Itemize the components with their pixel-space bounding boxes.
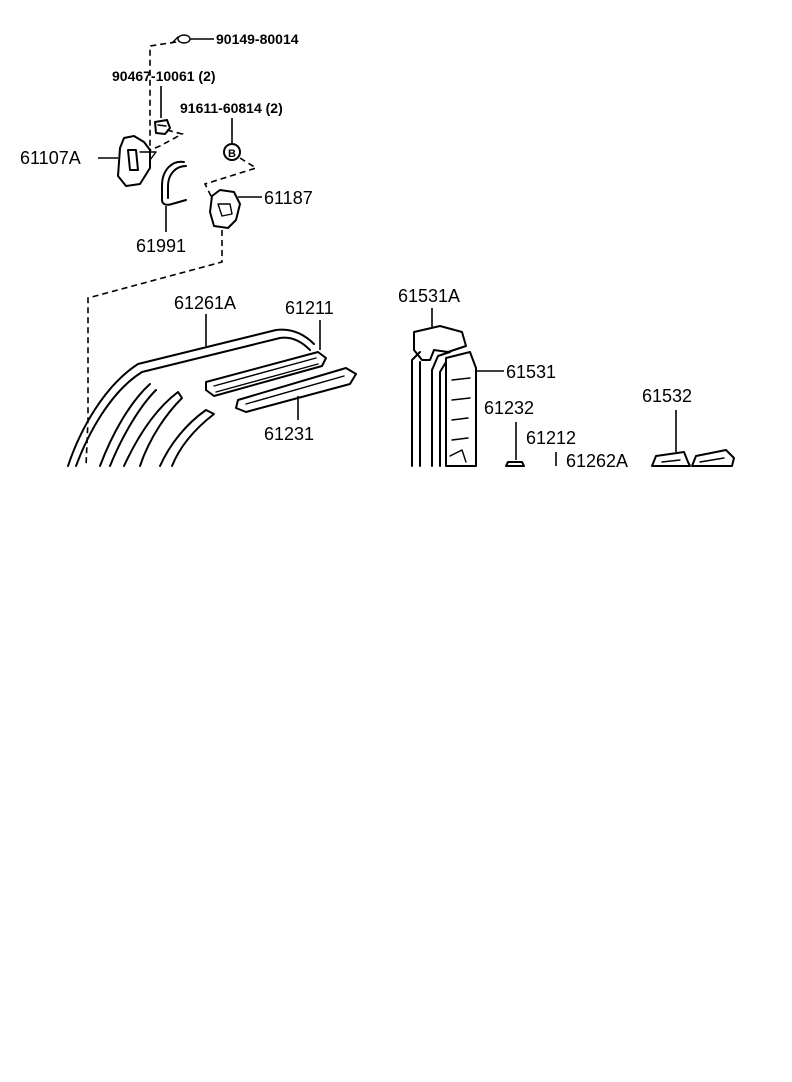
label-61261A: 61261A [174, 293, 236, 313]
label-61231: 61231 [264, 424, 314, 444]
panel-61532 [651, 449, 735, 467]
label-90149-80014: 90149-80014 [216, 31, 299, 47]
label-61262A: 61262A [566, 451, 628, 471]
label-61107A: 61107A [20, 148, 81, 168]
pillar-61531 [445, 351, 477, 467]
part-61232 [505, 461, 525, 467]
label-61212: 61212 [526, 428, 576, 448]
bracket-61107A [117, 135, 157, 187]
dashed-link-screw [119, 41, 177, 153]
label-91611-60814: 91611-60814 (2) [180, 100, 283, 116]
dashed-link-frame [85, 230, 223, 467]
pillar-61531A [411, 325, 467, 467]
screw-90149-80014 [171, 34, 214, 44]
label-61211: 61211 [285, 298, 334, 318]
circle-b-marker: B [223, 143, 241, 161]
circle-b-text: B [228, 148, 236, 160]
rail-61261A [67, 328, 315, 467]
bracket-61187 [209, 189, 241, 229]
label-90467-10061: 90467-10061 (2) [112, 68, 216, 84]
clip-90467-10061 [154, 119, 171, 135]
strip-61231 [235, 367, 357, 413]
dashed-link-clip [149, 129, 185, 151]
label-61991: 61991 [136, 236, 186, 256]
handle-61991 [161, 160, 187, 206]
label-61187: 61187 [264, 188, 313, 208]
label-61531: 61531 [506, 362, 556, 382]
label-61531A: 61531A [398, 286, 460, 306]
strip-61211 [205, 351, 327, 397]
dashed-link-b [203, 157, 258, 199]
label-61232: 61232 [484, 398, 534, 418]
blank-area [0, 467, 792, 1082]
label-61532: 61532 [642, 386, 692, 406]
